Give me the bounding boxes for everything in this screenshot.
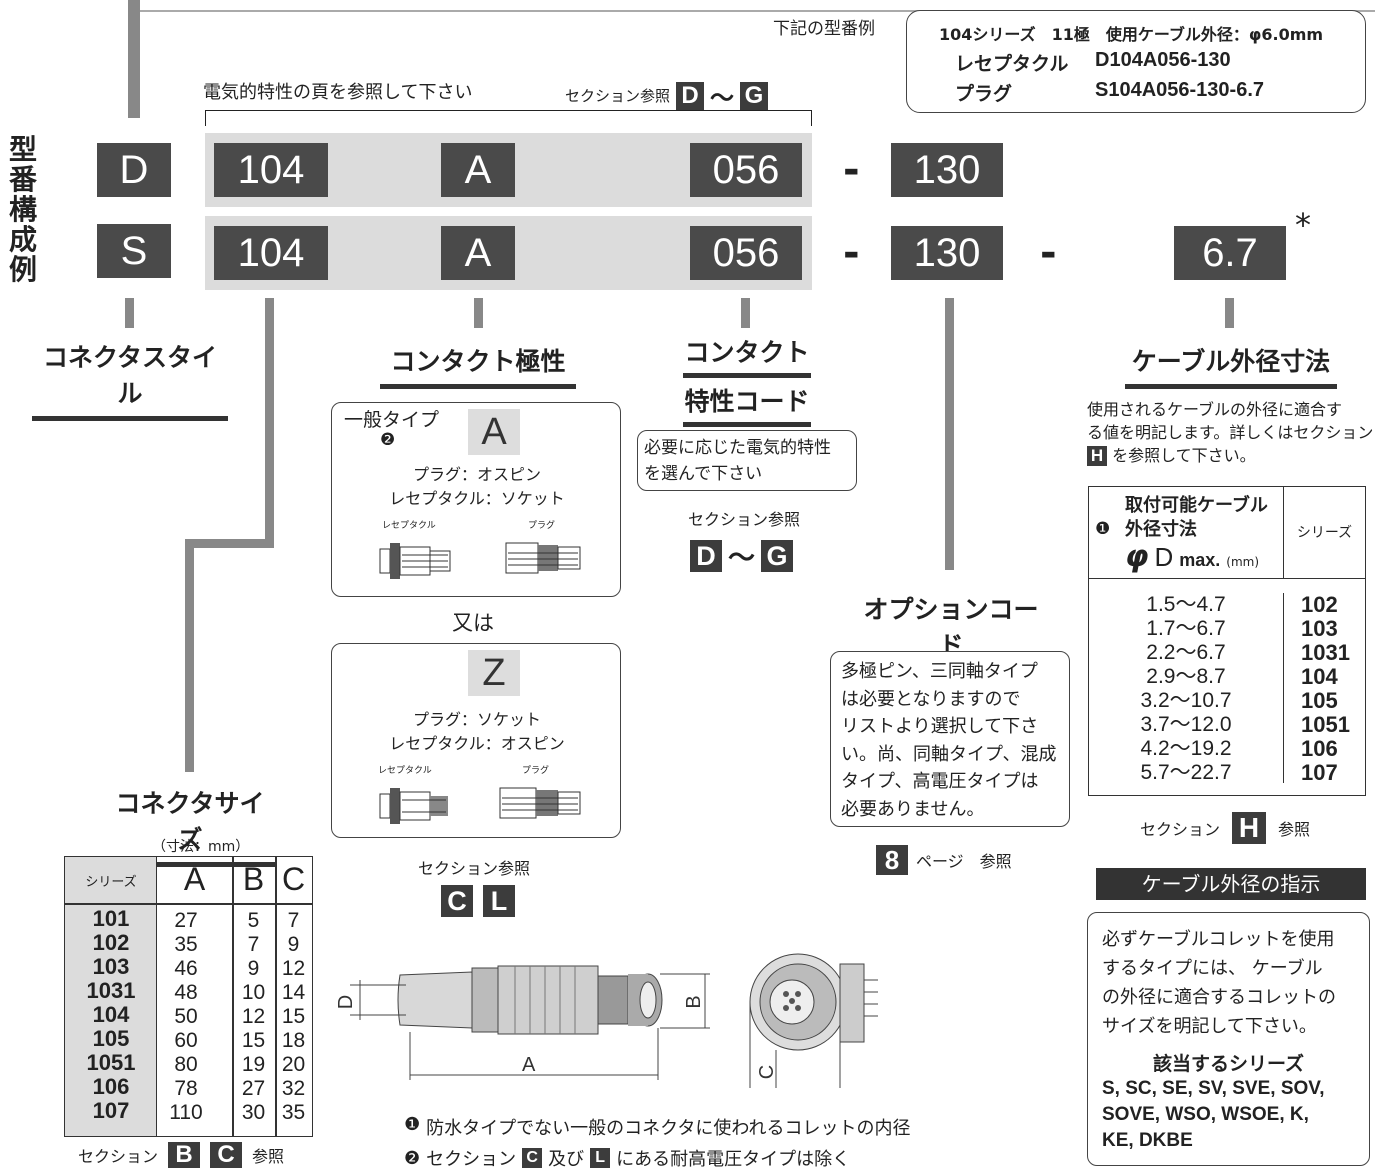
- connector-drawing: D A B C: [335, 953, 878, 1088]
- cable-od-desc: 使用されるケーブルの外径に適合す る値を明記します。詳しくはセクション H を参…: [1087, 400, 1374, 466]
- cable-od-ranges: 1.5〜4.7 1.7〜6.7 2.2〜6.7 2.9〜8.7 3.2〜10.7…: [1089, 593, 1284, 784]
- leader-size-v2: [185, 539, 194, 772]
- contact-code-box: 必要に応じた電気的特性 を選んで下さい: [637, 430, 857, 491]
- leader-option: [945, 298, 954, 570]
- example-receptacle-code: D104A056-130: [1095, 49, 1231, 71]
- type-a-box: 一般タイプ ❷ A プラグ：オスピン レセプタクル：ソケット レセプタクル プラ…: [331, 402, 621, 597]
- example-line1: 104シリーズ 11極 使用ケーブル外径：φ6.0mm: [939, 25, 1324, 44]
- row2-dash1: -: [843, 230, 860, 276]
- row2-polarity: A: [441, 226, 515, 280]
- dim-d-label: D: [335, 995, 357, 1009]
- size-c-col: 7 9 12 14 15 18 20 32 35: [281, 909, 306, 1124]
- row2-dash2: -: [1040, 230, 1057, 276]
- connector-size-unit: （寸法：mm）: [152, 839, 250, 855]
- leader-size-v1: [265, 298, 274, 548]
- connector-size-section-ref: セクション B C 参照: [78, 1141, 285, 1168]
- option-page-ref: 8 ページ 参照: [876, 845, 1012, 875]
- plug-illustration: [397, 965, 663, 1035]
- leader-size-h: [185, 539, 274, 548]
- type-a-receptacle-illustration: [379, 543, 451, 579]
- section-ref-top: セクション参照 D 〜 G: [565, 78, 769, 113]
- row2-style: S: [97, 224, 171, 278]
- row2-contact: 056: [690, 226, 802, 280]
- or-text: 又は: [452, 611, 494, 635]
- example-receptacle-label: レセプタクル: [955, 53, 1069, 75]
- cable-od-title: ケーブル外径寸法: [1125, 342, 1337, 389]
- cable-instr-box: 必ずケーブルコレットを使用 するタイプには、 ケーブル の外径に適合するコレット…: [1087, 912, 1370, 1166]
- cable-od-head-series: シリーズ: [1284, 487, 1365, 579]
- type-a-plug-illustration: [505, 542, 581, 574]
- option-code-box: 多極ピン、三同軸タイプ は必要となりますので リストより選択して下さ い。尚、同…: [830, 651, 1070, 827]
- type-a-code: A: [468, 409, 520, 455]
- leader-style: [125, 298, 134, 328]
- polarity-sections: C L: [441, 885, 515, 917]
- size-series-col: 101 102 103 1031 104 105 1051 106 107: [86, 906, 136, 1123]
- elec-note: 電気的特性の頁を参照して下さい: [203, 82, 473, 103]
- cable-od-head-left: 取付可能ケーブル ❶ 外径寸法 φ D max. (mm): [1089, 487, 1284, 579]
- type-z-code: Z: [468, 650, 520, 696]
- contact-code-title: コンタクト 特性コード: [683, 333, 811, 427]
- example-label: 下記の型番例: [773, 19, 875, 39]
- contact-polarity-title: コンタクト極性: [380, 342, 576, 389]
- cable-instr-title: ケーブル外径の指示: [1096, 868, 1366, 900]
- contact-code-sections: D 〜 G: [690, 536, 793, 575]
- row2-asterisk: *: [1295, 206, 1311, 244]
- bracket: [205, 110, 812, 126]
- leader-polarity: [474, 298, 483, 328]
- row1-option: 130: [891, 143, 1003, 197]
- connector-size-title: コネクタサイズ: [104, 784, 276, 867]
- connector-size-table: シリーズ A B C 101 102 103 1031 104 105 1051…: [64, 856, 313, 1137]
- row2-size: 104: [214, 226, 328, 280]
- row1-dash: -: [843, 147, 860, 193]
- example-plug-code: S104A056-130-6.7: [1095, 79, 1265, 101]
- polarity-section-label: セクション参照: [418, 859, 531, 878]
- leader-contact: [741, 298, 750, 328]
- receptacle-illustration: [749, 953, 878, 1051]
- connector-style-title: コネクタスタイル: [32, 338, 228, 421]
- connector-style-leader: [128, 0, 140, 118]
- type-z-box: Z プラグ：ソケット レセプタクル：オスピン レセプタクル プラグ: [331, 643, 621, 838]
- row1-polarity: A: [441, 143, 515, 197]
- row2-option: 130: [891, 226, 1003, 280]
- footnote-1: ❶ 防水タイプでない一般のコネクタに使われるコレットの内径: [404, 1114, 911, 1139]
- size-b-col: 5 7 9 10 12 15 19 27 30: [241, 909, 266, 1124]
- dim-a-label: A: [522, 1054, 536, 1076]
- contact-code-section-label: セクション参照: [688, 510, 801, 529]
- type-z-receptacle-illustration: [379, 788, 448, 824]
- cable-od-table: 取付可能ケーブル ❶ 外径寸法 φ D max. (mm) シリーズ 1.5〜4…: [1088, 486, 1366, 796]
- dim-b-label: B: [683, 995, 705, 1008]
- side-title: 型 番 構 成 例: [8, 133, 37, 286]
- top-divider: [128, 10, 1375, 12]
- footnote-2: ❷ セクション C 及び L にある耐高電圧タイプは除く: [404, 1147, 851, 1169]
- row1-size: 104: [214, 143, 328, 197]
- row2-cable: 6.7: [1174, 226, 1286, 280]
- leader-cable: [1225, 298, 1234, 328]
- example-plug-label: プラグ: [955, 83, 1013, 105]
- cable-od-series: 102 103 1031 104 105 1051 106 107: [1301, 592, 1350, 785]
- size-a-col: 27 35 46 48 50 60 80 78 110: [169, 909, 203, 1124]
- example-box: 104シリーズ 11極 使用ケーブル外径：φ6.0mm レセプタクル D104A…: [906, 10, 1366, 113]
- row1-contact: 056: [690, 143, 802, 197]
- type-z-plug-illustration: [499, 787, 581, 819]
- row1-style: D: [97, 143, 171, 197]
- dim-c-label: C: [756, 1065, 778, 1079]
- cable-od-section-ref: セクション H 参照: [1140, 812, 1311, 844]
